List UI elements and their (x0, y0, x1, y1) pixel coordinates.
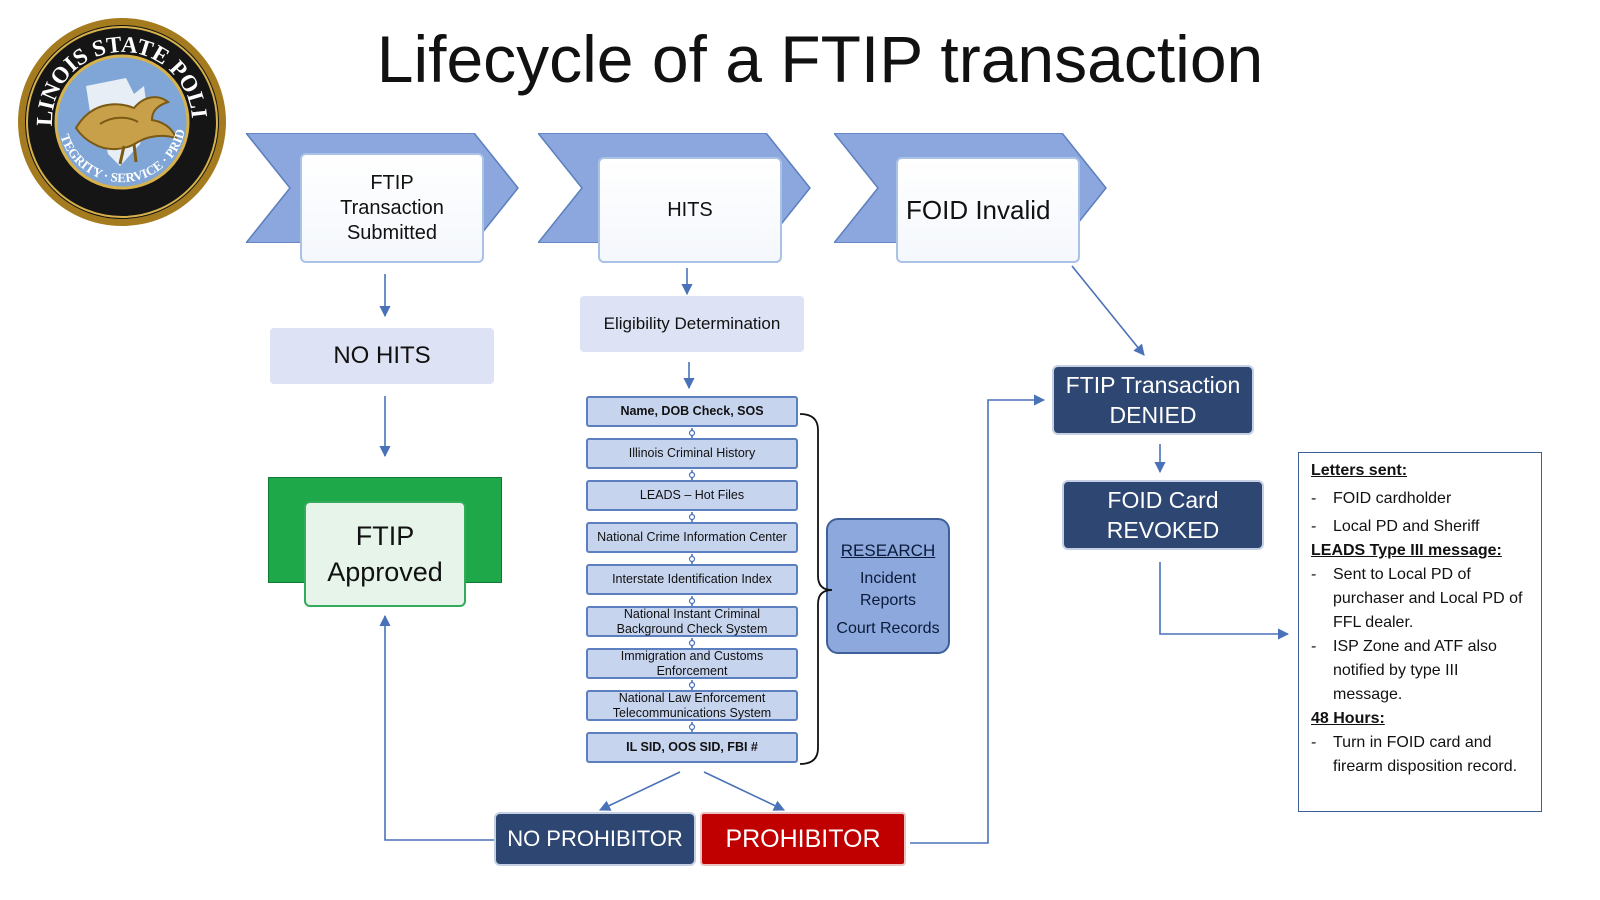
stage-foid-invalid: FOID Invalid (896, 157, 1080, 263)
prohibitor-label: PROHIBITOR (725, 824, 881, 853)
check-label: Illinois Criminal History (628, 446, 756, 460)
stage-hits-label: HITS (667, 198, 713, 221)
page-title: Lifecycle of a FTIP transaction (376, 22, 1264, 96)
check-item-leads: LEADS – Hot Files (586, 480, 798, 511)
prohibitor-box: PROHIBITOR (700, 812, 906, 866)
research-item-court-records: Court Records (836, 620, 940, 637)
letters-heading: Letters sent: (1311, 462, 1408, 479)
stage-submitted: FTIP Transaction Submitted (300, 153, 484, 263)
revoked-box: FOID Card REVOKED (1062, 480, 1264, 550)
check-item-ncic: National Crime Information Center (586, 522, 798, 553)
check-label: LEADS – Hot Files (639, 488, 745, 502)
arrow-noprohibitor-to-approved (379, 614, 494, 841)
list-item: -Turn in FOID card and firearm dispositi… (1311, 731, 1531, 779)
check-item-nics: National Instant Criminal Background Che… (586, 606, 798, 637)
check-label: National Instant Criminal Background Che… (616, 606, 768, 636)
eagle-icon (74, 96, 178, 165)
check-item-sid-fbi: IL SID, OOS SID, FBI # (586, 732, 798, 763)
check-label: IL SID, OOS SID, FBI # (626, 740, 758, 754)
stage-foid-invalid-label: FOID Invalid (906, 194, 1051, 225)
bullet-dash: - (1311, 566, 1317, 583)
research-item-incident-reports: Incident Reports (859, 570, 917, 609)
check-label: National Law Enforcement Telecommunicati… (612, 690, 772, 720)
letters-panel: Letters sent: -FOID cardholder -Local PD… (1298, 452, 1542, 812)
arrow-invalid-to-denied (1071, 265, 1145, 356)
revoked-label: FOID Card REVOKED (1106, 487, 1220, 543)
letters-item: FOID cardholder (1333, 490, 1452, 507)
denied-box: FTIP Transaction DENIED (1052, 365, 1254, 435)
leads-heading: LEADS Type III message: (1311, 542, 1502, 559)
check-item-iii: Interstate Identification Index (586, 564, 798, 595)
arrow-checks-to-prohibitor (703, 771, 786, 811)
ftip-approved-label: FTIP Approved (327, 521, 443, 587)
list-item: -Local PD and Sheriff (1311, 515, 1531, 539)
check-item-nlets: National Law Enforcement Telecommunicati… (586, 690, 798, 721)
stage-submitted-label: FTIP Transaction Submitted (340, 171, 444, 244)
check-label: Immigration and Customs Enforcement (620, 648, 764, 678)
no-hits-label: NO HITS (333, 342, 431, 369)
check-label: National Crime Information Center (597, 530, 787, 544)
eligibility-label: Eligibility Determination (603, 314, 781, 333)
check-item-ice: Immigration and Customs Enforcement (586, 648, 798, 679)
letters-item: Local PD and Sheriff (1333, 518, 1480, 535)
illinois-state-police-seal: ILLINOIS STATE POLICE INTEGRITY · SERVIC… (8, 0, 228, 228)
leads-item: ISP Zone and ATF also notified by type I… (1333, 638, 1497, 703)
hours-item: Turn in FOID card and firearm dispositio… (1333, 734, 1518, 775)
check-label: Interstate Identification Index (612, 572, 772, 586)
bullet-dash: - (1311, 490, 1317, 507)
check-item-illinois-criminal-history: Illinois Criminal History (586, 438, 798, 469)
list-item: -FOID cardholder (1311, 487, 1531, 511)
research-box: RESEARCH Incident Reports Court Records (826, 518, 950, 654)
no-hits-box: NO HITS (270, 328, 494, 384)
research-heading: RESEARCH (840, 541, 936, 560)
no-prohibitor-label: NO PROHIBITOR (507, 826, 683, 851)
list-item: -ISP Zone and ATF also notified by type … (1311, 635, 1531, 707)
bullet-dash: - (1311, 638, 1317, 655)
check-label: Name, DOB Check, SOS (620, 404, 764, 418)
bullet-dash: - (1311, 518, 1317, 535)
ftip-approved-box: FTIP Approved (304, 501, 466, 607)
list-item: -Sent to Local PD of purchaser and Local… (1311, 563, 1531, 635)
bullet-dash: - (1311, 734, 1317, 751)
hours-heading: 48 Hours: (1311, 710, 1385, 727)
eligibility-box: Eligibility Determination (580, 296, 804, 352)
check-item-name-dob: Name, DOB Check, SOS (586, 396, 798, 427)
no-prohibitor-box: NO PROHIBITOR (494, 812, 696, 866)
stage-hits: HITS (598, 157, 782, 263)
denied-label: FTIP Transaction DENIED (1065, 372, 1241, 428)
leads-item: Sent to Local PD of purchaser and Local … (1333, 566, 1523, 631)
arrow-checks-to-noprohibitor (598, 771, 681, 811)
arrow-revoked-to-letters (1159, 562, 1290, 640)
